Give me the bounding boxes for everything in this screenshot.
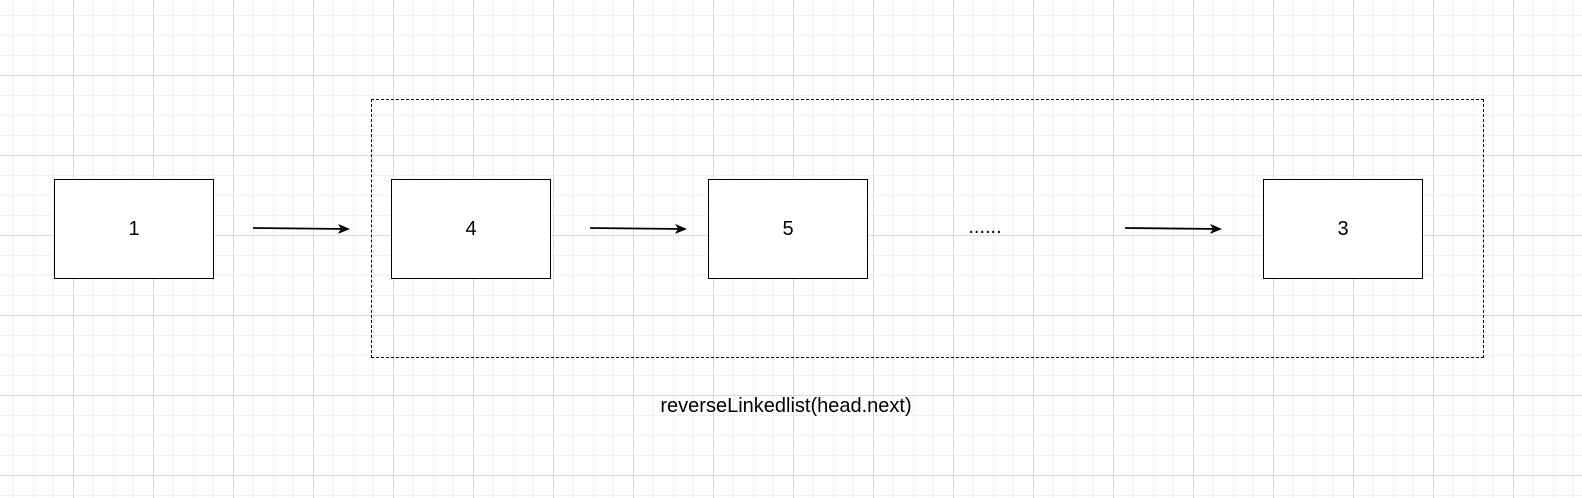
- arrow-1-to-4: [252, 223, 350, 234]
- node-3: 3: [1263, 179, 1423, 279]
- node-1: 1: [54, 179, 214, 279]
- node-4: 4: [391, 179, 551, 279]
- node-5: 5: [708, 179, 868, 279]
- node-1-label: 1: [128, 217, 140, 240]
- recursive-call-group: [371, 99, 1484, 358]
- ellipsis-text: ......: [968, 216, 1002, 238]
- caption-text: reverseLinkedlist(head.next): [660, 395, 912, 417]
- node-5-label: 5: [782, 217, 794, 240]
- node-3-label: 3: [1337, 217, 1349, 240]
- node-4-label: 4: [465, 217, 477, 240]
